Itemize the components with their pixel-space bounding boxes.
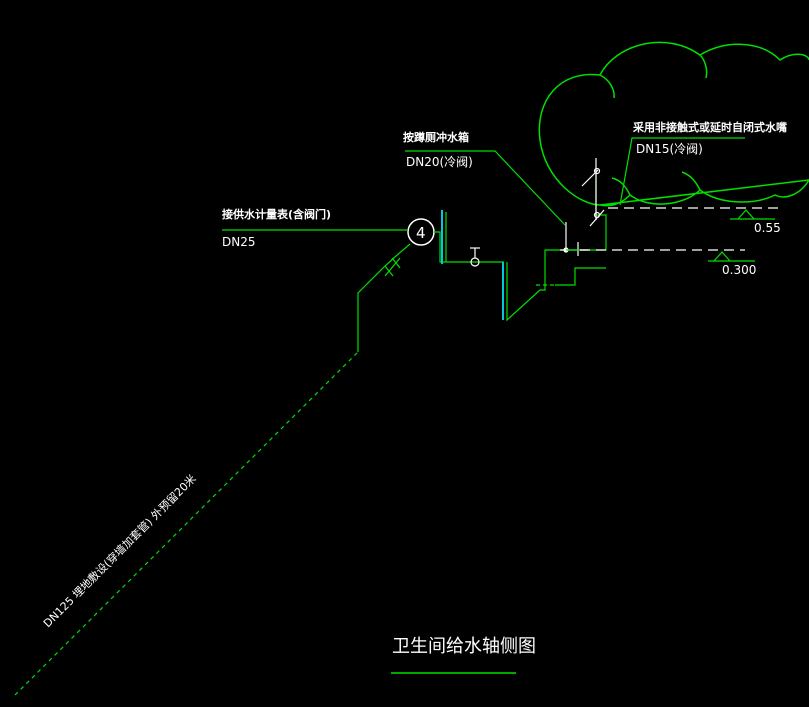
flush-size-label: DN20(冷阀) <box>406 155 473 169</box>
branch-pipe-3 <box>506 249 566 322</box>
meter-note-label: 接供水计量表(含阀门) <box>222 207 331 221</box>
branch-pipe-1 <box>434 231 504 263</box>
elevation-marker-high-icon <box>730 209 775 220</box>
fixture-pipe-2 <box>555 267 606 286</box>
elevation-low-label: 0.300 <box>722 263 756 277</box>
main-pipe-note-label: DN125 埋地敷设(穿墙加套管) 外预留20米 <box>40 472 199 631</box>
riser-pipe <box>357 243 411 352</box>
faucet-icon <box>581 158 605 227</box>
fixture-assembly <box>560 222 588 256</box>
drawing-title: 卫生间给水轴侧图 <box>392 636 536 657</box>
water-meter-symbol: 4 <box>416 224 426 242</box>
elevation-high-label: 0.55 <box>754 221 781 235</box>
main-pipe-buried <box>14 351 359 696</box>
flush-leader-line <box>405 150 566 226</box>
stop-valve-icon <box>470 247 480 267</box>
elevation-marker-low-icon <box>708 251 755 262</box>
flush-note-label: 按蹲厕冲水箱 <box>403 130 469 144</box>
gate-valve-icon <box>384 257 401 277</box>
faucet-note-label: 采用非接触式或延时自闭式水嘴 <box>632 120 787 134</box>
faucet-size-label: DN15(冷阀) <box>636 142 703 156</box>
faucet-leader-line <box>619 137 745 206</box>
revision-cloud-inner <box>599 54 708 196</box>
meter-size-label: DN25 <box>222 235 256 249</box>
